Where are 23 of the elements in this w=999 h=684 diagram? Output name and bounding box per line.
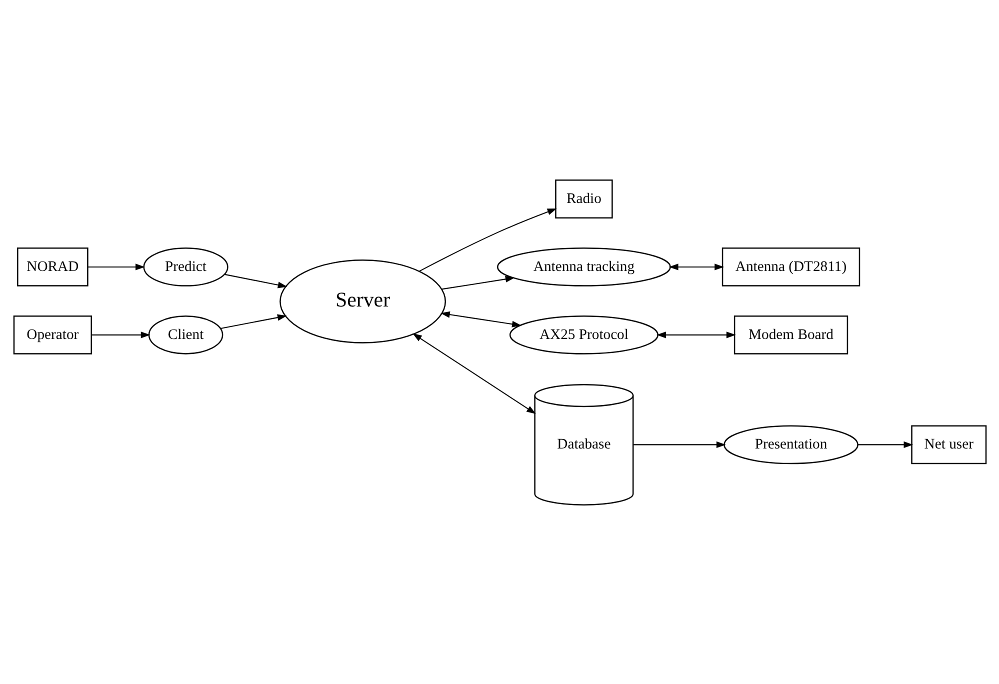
arrow [224,273,287,288]
arrow [91,331,150,338]
node-box: Modem Board [733,314,848,354]
arrow [857,440,913,448]
arrow [441,275,514,290]
arrow [220,314,286,328]
node-ellipse: Antenna tracking [496,247,670,286]
arrow [418,208,556,272]
node-box: Radio [554,179,612,218]
arrow [668,263,724,270]
arrow [87,263,144,270]
arrow [440,310,521,327]
node-box: Antenna (DT2811) [721,247,860,286]
node-box: Net user [910,424,986,464]
arrow [656,331,736,338]
node-ellipse: Presentation [723,424,858,464]
node-ellipse: AX25 Protocol [508,314,658,354]
arrow [412,332,536,414]
node-box: Operator [12,314,92,354]
node-box: NORAD [16,247,88,286]
node-ellipse: Client [148,314,223,354]
node-ellipse: Predict [142,247,228,286]
arrow [633,440,726,448]
